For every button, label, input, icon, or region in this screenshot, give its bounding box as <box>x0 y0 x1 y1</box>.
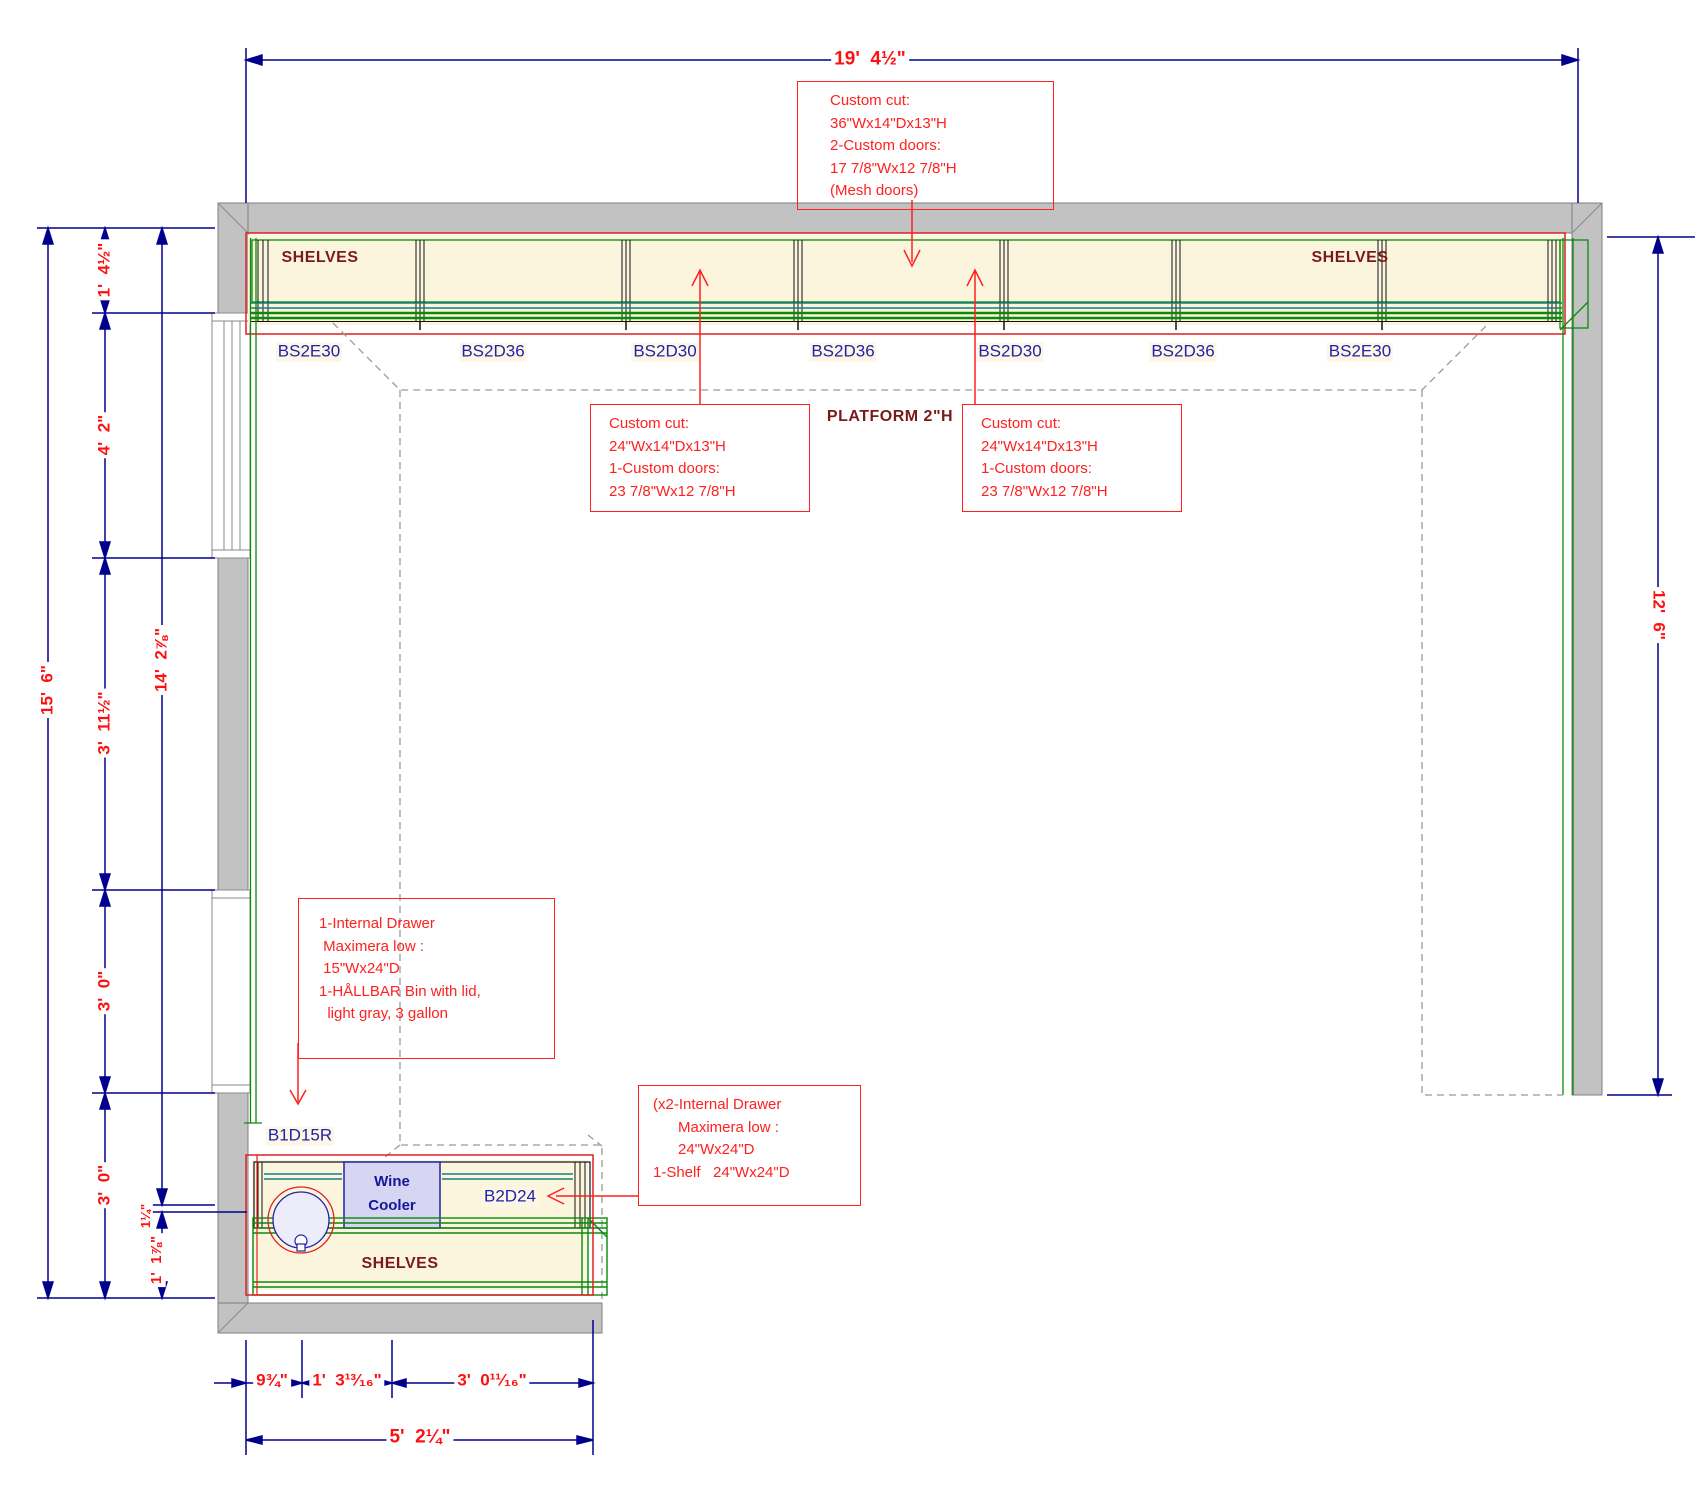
dim-left-span: 14' 2⅞" <box>152 624 172 696</box>
dim-right-height: 12' 6" <box>1648 587 1668 643</box>
dim-left-bottom: 1' 1⅞" <box>148 1232 166 1288</box>
dimension-lines <box>37 48 1695 1455</box>
cabinet-label-bs2e30-right: BS2E30 <box>1326 341 1394 362</box>
wall-corner-miters <box>217 202 1603 1334</box>
platform-label: PLATFORM 2"H <box>826 408 954 426</box>
dim-top-width: 19' 4½" <box>831 49 909 71</box>
annotation-right-custom-cut: Custom cut: 24"Wx14"Dx13"H 1-Custom door… <box>962 404 1182 512</box>
dim-left-seg-1: 1' 4½" <box>95 239 115 301</box>
dim-left-offset-small: 1¼" <box>138 1200 154 1232</box>
dim-bottom-total: 5' 2¼" <box>386 1427 454 1449</box>
annotation-left-custom-cut: Custom cut: 24"Wx14"Dx13"H 1-Custom door… <box>590 404 810 512</box>
annotation-mesh-custom-cut: Custom cut: 36"Wx14"Dx13"H 2-Custom door… <box>797 81 1054 210</box>
cabinet-label-bs2d36-3: BS2D36 <box>1149 341 1217 362</box>
cabinet-label-bs2d36-2: BS2D36 <box>809 341 877 362</box>
left-wall-windows <box>211 312 251 1094</box>
top-cabinet-run <box>244 232 1589 1124</box>
cabinet-label-bs2d30-2: BS2D30 <box>976 341 1044 362</box>
dim-bottom-seg-2: 1' 3¹³⁄₁₆" <box>309 1371 385 1391</box>
cabinet-label-bs2e30-left: BS2E30 <box>275 341 343 362</box>
shelves-label-top-right: SHELVES <box>1311 249 1389 267</box>
b1d15r-label: B1D15R <box>265 1125 335 1146</box>
annotation-internal-drawer-b2d24: (x2-Internal Drawer Maximera low : 24"Wx… <box>638 1085 861 1206</box>
sink <box>267 1186 335 1254</box>
dim-bottom-seg-1: 9¾" <box>253 1371 291 1391</box>
wine-cooler-label: Wine Cooler <box>368 1173 416 1214</box>
platform-outline <box>332 322 1563 1300</box>
dim-left-seg-2: 4' 2" <box>95 411 115 459</box>
b2d24-label: B2D24 <box>482 1186 538 1207</box>
dim-left-seg-4: 3' 0" <box>95 967 115 1015</box>
dim-left-seg-5: 3' 0" <box>95 1161 115 1209</box>
annotation-internal-drawer-b1d15r: 1-Internal Drawer Maximera low : 15"Wx24… <box>298 898 555 1059</box>
lower-cabinet <box>245 1154 608 1296</box>
dim-left-seg-3: 3' 11½" <box>95 688 115 758</box>
dim-bottom-seg-3: 3' 0¹¹⁄₁₆" <box>454 1371 530 1391</box>
cabinet-label-bs2d36-1: BS2D36 <box>459 341 527 362</box>
dim-left-total: 15' 6" <box>38 662 58 718</box>
wine-cooler-box <box>343 1161 441 1229</box>
shelves-label-bottom: SHELVES <box>361 1255 439 1273</box>
shelves-label-top-left: SHELVES <box>281 249 359 267</box>
cabinet-label-bs2d30-1: BS2D30 <box>631 341 699 362</box>
